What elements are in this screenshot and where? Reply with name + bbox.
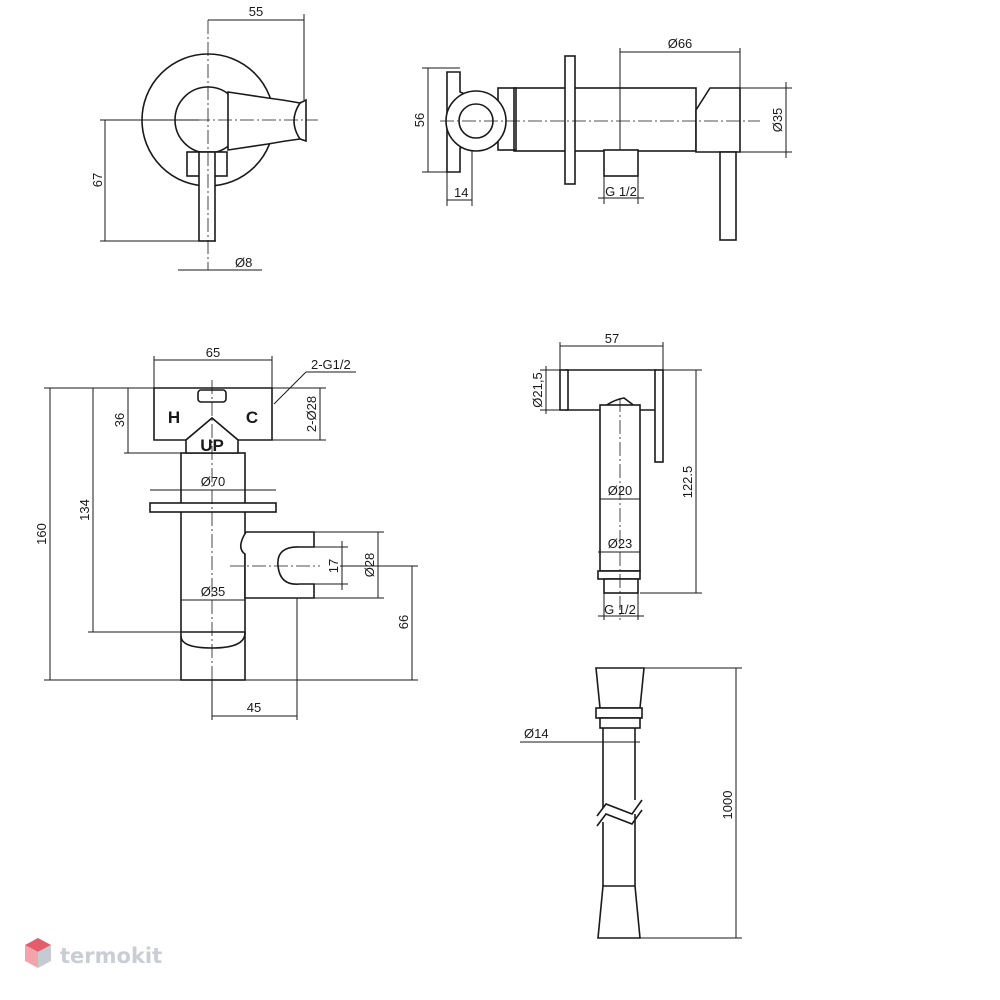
dim-hose-diameter-label: Ø14 (524, 726, 549, 741)
sprayer-thread (603, 578, 639, 594)
dim-lever-label: Ø8 (235, 255, 252, 270)
dim-thread-label: G 1/2 (604, 602, 636, 617)
dim-inlet-label: 2-G1/2 (311, 357, 351, 372)
sprayer-view: 57 Ø21,5 122.5 Ø20 Ø23 G 1/2 (530, 331, 702, 620)
lever-cap (180, 631, 246, 649)
dim-total-height-label: 160 (34, 523, 49, 545)
brand-name: termokit (60, 944, 162, 968)
hose-bottom-cone (597, 885, 641, 939)
dim-height-label: 56 (412, 113, 427, 127)
dim-length-label: 57 (605, 331, 619, 346)
logo-cube-left (25, 945, 38, 968)
sprayer-trigger (654, 369, 664, 463)
dim-holder-offset-label: 45 (247, 700, 261, 715)
dim-flange-label: Ø70 (201, 474, 226, 489)
sprayer-collar (597, 570, 641, 580)
dim-holder-height-label: 66 (396, 615, 411, 629)
top-left-view: 55 67 Ø8 (90, 4, 318, 271)
hose-break-upper (596, 799, 643, 817)
brand-logo: termokit (25, 938, 162, 968)
hose-view: Ø14 1000 (520, 667, 742, 939)
dim-body-label: Ø35 (201, 584, 226, 599)
holder-notch (293, 102, 301, 140)
lever-head (695, 87, 741, 153)
dim-inlet-diameter-label: 2-Ø28 (304, 396, 319, 432)
hose-top-collar (599, 717, 641, 729)
hose-holder-arm (227, 91, 307, 151)
dim-holder-gap-label: 17 (326, 559, 341, 573)
dim-holder-diameter-label: Ø28 (362, 553, 377, 578)
lever-rod (719, 151, 737, 241)
hose-top-cone (595, 667, 645, 709)
flange-plate (149, 502, 277, 513)
shower-holder (239, 531, 315, 599)
dim-depth-label: 14 (454, 185, 468, 200)
dim-hose-length-label: 1000 (720, 791, 735, 820)
dim-body-label: Ø35 (770, 108, 785, 133)
dim-height-label: 67 (90, 173, 105, 187)
valve-body (513, 87, 697, 152)
dim-head-label: Ø21,5 (530, 372, 545, 407)
dim-sprayer-height-label: 122.5 (680, 466, 695, 499)
front-view: H C UP 65 2-G1/2 2-Ø28 36 Ø70 Ø35 160 13… (34, 345, 418, 720)
dim-width-label: 65 (206, 345, 220, 360)
dim-inner-height-label: 134 (77, 499, 92, 521)
up-label: UP (200, 436, 224, 455)
logo-cube-right (38, 945, 51, 968)
dim-thread-label: G 1/2 (605, 184, 637, 199)
dim-base-label: Ø23 (608, 536, 633, 551)
thread-nut (603, 149, 639, 177)
dim-grip-label: Ø20 (608, 483, 633, 498)
lever-rod (198, 151, 216, 242)
sprayer-head (565, 369, 657, 411)
dim-width-label: 55 (249, 4, 263, 19)
top-right-view: Ø66 56 14 G 1/2 Ø35 (412, 36, 792, 241)
sprayer-nozzle (559, 369, 569, 411)
rosette-flange (564, 55, 576, 185)
dim-top-height-label: 36 (112, 413, 127, 427)
hose-top-nut (595, 707, 643, 719)
hot-label: H (168, 408, 180, 427)
hose-break-lower (596, 809, 643, 827)
cold-label: C (246, 408, 258, 427)
dim-flange-label: Ø66 (668, 36, 693, 51)
